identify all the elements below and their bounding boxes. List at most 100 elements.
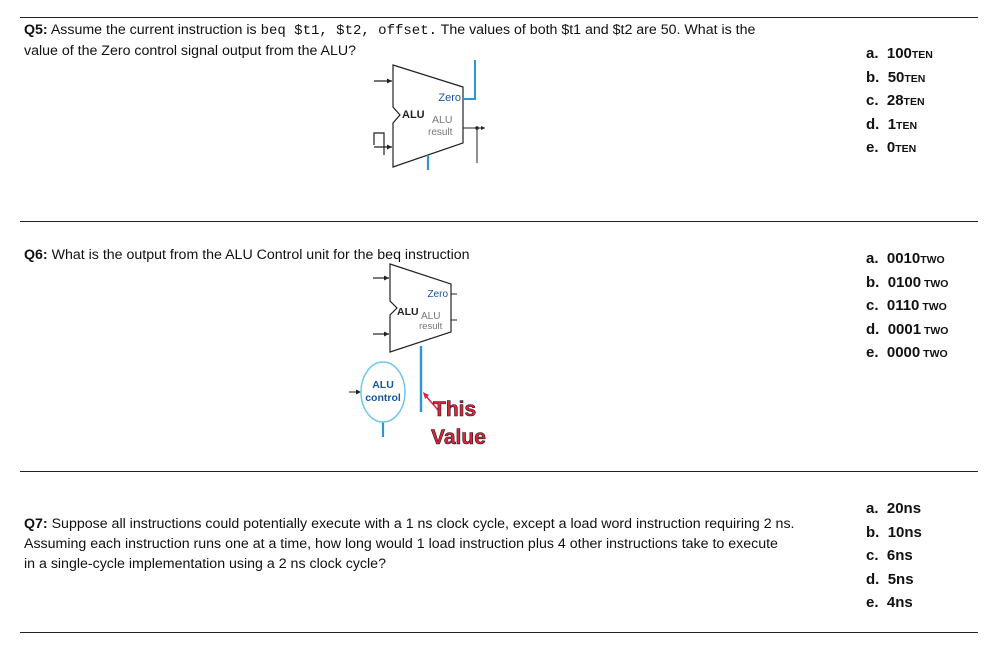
q7-text-1: Suppose all instructions could potential… [47,516,795,532]
answer-letter: b. [866,523,880,541]
q6-callout-arrowhead [423,392,429,399]
answer-letter: e. [866,594,879,611]
q5-answers: a. 100TEN b. 50TEN c. 28TEN d. 1TEN e. 0… [866,42,933,160]
q6-alu-label: ALU [397,306,419,318]
answer-subscript: TWO [920,348,948,360]
q6-alu-diagram: Zero ALU ALU result ALU control This Val… [349,263,486,449]
q5-zero-label: Zero [438,92,461,104]
q6-control-input-arrow [356,389,361,395]
q6-answer-d[interactable]: d. 0001 TWO [866,318,948,342]
q5-alu-shape [392,64,464,168]
q6-question: Q6: What is the output from the ALU Cont… [24,245,470,265]
q6-text: What is the output from the ALU Control … [47,247,470,263]
q5-answer-a[interactable]: a. 100TEN [866,42,933,66]
answer-letter: a. [866,250,879,267]
answer-subscript: TEN [896,119,918,132]
q6-input-arrow-a [384,275,389,281]
answer-letter: b. [866,68,880,86]
divider-q5-q6 [20,221,978,222]
q5-input-arrow-b [387,144,392,150]
answer-value: 5ns [887,570,914,588]
q6-answer-a[interactable]: a. 0010TWO [866,247,948,271]
q5-result-arrow [481,126,485,130]
answer-value: 0000 [886,344,921,361]
q5-answer-c[interactable]: c. 28TEN [866,89,933,113]
answer-value: 0001 [887,320,922,338]
answer-value: 50 [887,68,905,86]
q5-zero-wire [463,60,476,100]
answer-letter: c. [866,547,879,564]
answer-subscript: TEN [911,49,933,61]
q7-line-1: Q7: Suppose all instructions could poten… [24,514,794,534]
answer-subscript: TWO [920,254,945,266]
q7-answer-d[interactable]: d. 5ns [866,568,922,592]
answer-subscript: TEN [904,72,926,85]
q6-answers: a. 0010TWO b. 0100 TWO c. 0110 TWO d. 00… [866,247,948,365]
answer-letter: c. [866,92,879,109]
answer-letter: d. [866,570,880,588]
q7-label: Q7: [24,516,48,532]
q5-alu-diagram: Zero ALU ALU result [373,60,485,170]
answer-value: 20ns [886,500,922,517]
q5-text-before: Assume the current instruction is [47,22,261,38]
answer-value: 0110 [886,297,920,314]
answer-value: 28 [886,92,904,109]
answer-letter: c. [866,297,879,314]
answer-value: 4ns [886,594,913,611]
q6-answer-e[interactable]: e. 0000 TWO [866,341,948,365]
answer-letter: b. [866,273,880,291]
answer-subscript: TEN [895,143,917,155]
answer-letter: d. [866,115,880,133]
q6-callout-value: Value [431,426,486,449]
answer-value: 0 [886,139,896,156]
q6-answer-b[interactable]: b. 0100 TWO [866,271,948,295]
q6-result-label: result [419,321,443,332]
q6-control-label-2: control [365,392,401,404]
divider-bottom [20,632,978,633]
q5-question: Q5: Assume the current instruction is be… [24,20,755,61]
q5-text-rest: The values of both $t1 and $t2 are 50. W… [437,22,756,38]
q7-answer-c[interactable]: c. 6ns [866,544,922,568]
q5-answer-d[interactable]: d. 1TEN [866,113,933,137]
answer-letter: e. [866,139,879,156]
q5-result-label: result [428,127,453,138]
q6-callout-arrow-line [424,394,439,411]
answer-value: 6ns [886,547,913,564]
q7-answer-a[interactable]: a. 20ns [866,497,922,521]
q5-answer-b[interactable]: b. 50TEN [866,66,933,90]
q7-answers: a. 20ns b. 10ns c. 6ns d. 5ns e. 4ns [866,497,922,615]
divider-q6-q7 [20,471,978,472]
answer-value: 0010 [886,250,921,267]
q6-answer-c[interactable]: c. 0110 TWO [866,294,948,318]
answer-subscript: TWO [921,324,949,337]
answer-letter: a. [866,500,879,517]
q7-question: Q7: Suppose all instructions could poten… [24,514,794,574]
q7-line-3: in a single-cycle implementation using a… [24,556,386,572]
q5-alu-label: ALU [402,109,425,121]
q6-alu-small-label: ALU [421,311,440,322]
answer-value: 0100 [887,273,922,291]
q5-line-1: Q5: Assume the current instruction is be… [24,20,755,41]
answer-letter: d. [866,320,880,338]
q6-callout-this: This [433,398,476,421]
q5-alu-small-label: ALU [432,114,452,126]
q5-input-arrow-a [387,78,392,84]
q6-alu-control-unit [360,361,406,423]
answer-letter: e. [866,344,879,361]
answer-subscript: TWO [919,301,947,313]
q5-code: beq $t1, $t2, offset. [260,23,437,39]
answer-value: 10ns [887,523,922,541]
q6-alu-shape [389,263,452,353]
q6-label: Q6: [24,247,48,263]
q5-label: Q5: [24,22,48,38]
q5-answer-e[interactable]: e. 0TEN [866,136,933,160]
answer-value: 100 [886,45,912,62]
q5-line-2: value of the Zero control signal output … [24,43,357,59]
q7-line-2: Assuming each instruction runs one at a … [24,536,778,552]
answer-letter: a. [866,45,879,62]
q7-answer-e[interactable]: e. 4ns [866,591,922,615]
q6-input-arrow-b [384,331,389,337]
q7-answer-b[interactable]: b. 10ns [866,521,922,545]
answer-subscript: TEN [903,96,925,108]
answer-subscript: TWO [921,277,949,290]
